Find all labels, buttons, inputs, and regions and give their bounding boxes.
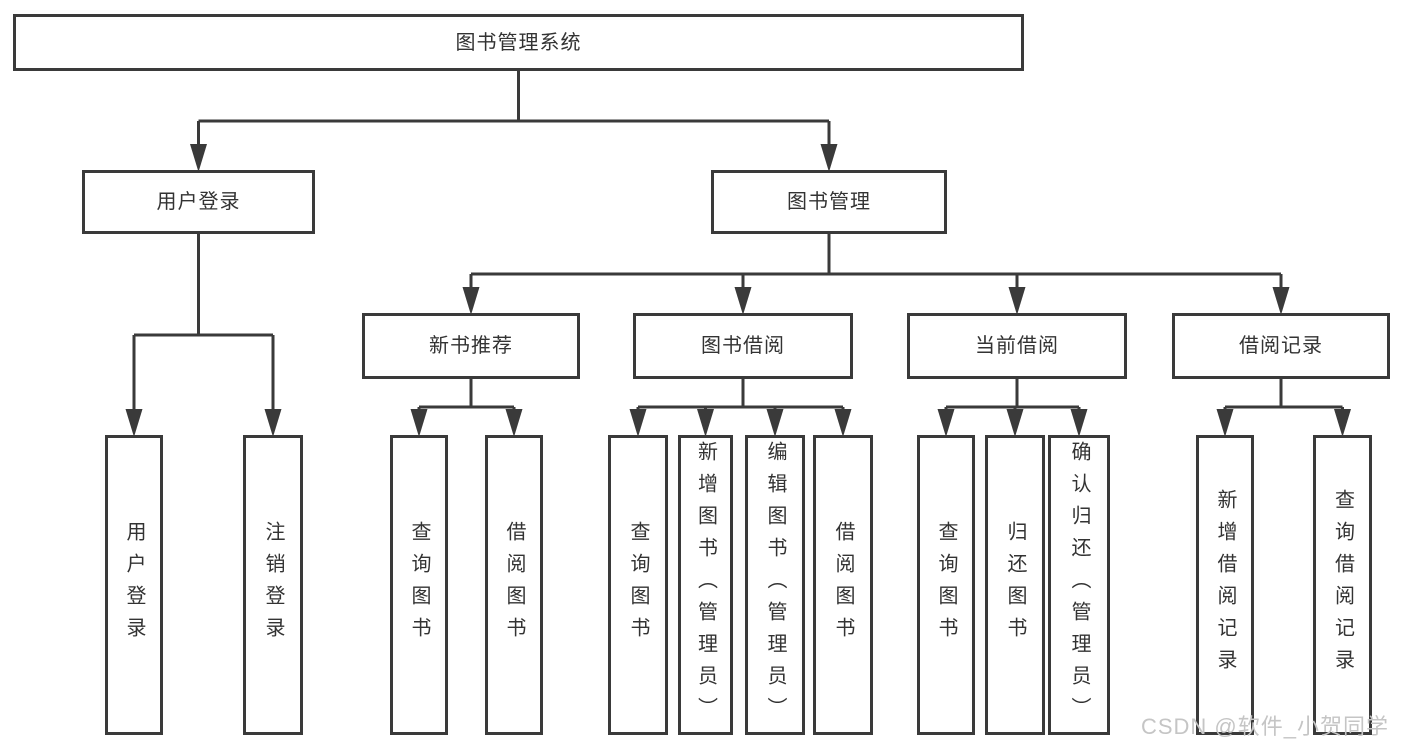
- arrowhead-icon: [629, 409, 647, 437]
- node-user-login: 用户登录: [105, 435, 163, 735]
- node-label: 查询借阅记录: [1331, 489, 1354, 681]
- node-label: 借阅图书: [832, 521, 854, 649]
- arrowhead-icon: [937, 409, 955, 437]
- arrowhead-icon: [410, 409, 428, 437]
- node-logout: 注销登录: [243, 435, 303, 735]
- node-current-borrow: 当前借阅: [907, 313, 1127, 379]
- node-label: 新增借阅记录: [1214, 489, 1236, 681]
- node-br-query-record: 查询借阅记录: [1313, 435, 1372, 735]
- node-label: 借阅图书: [503, 521, 525, 649]
- watermark: CSDN @软件_小贺同学: [1140, 714, 1389, 739]
- node-cb-return-book: 归还图书: [985, 435, 1045, 735]
- node-label: 当前借阅: [975, 335, 1059, 357]
- node-bb-edit-book: 编辑图书（管理员）: [745, 435, 805, 735]
- node-label: 编辑图书（管理员）: [764, 441, 786, 729]
- arrowhead-icon: [505, 409, 523, 437]
- node-login-group: 用户登录: [82, 170, 315, 234]
- node-root: 图书管理系统: [13, 14, 1024, 71]
- node-bb-add-book: 新增图书（管理员）: [678, 435, 733, 735]
- node-label: 查询图书: [935, 521, 957, 649]
- node-book-mgmt: 图书管理: [711, 170, 947, 234]
- node-label: 归还图书: [1004, 521, 1026, 649]
- node-book-borrow: 图书借阅: [633, 313, 853, 379]
- arrowhead-icon: [820, 144, 838, 172]
- node-bb-query-book: 查询图书: [608, 435, 668, 735]
- node-label: 新增图书（管理员）: [694, 441, 717, 729]
- arrowhead-icon: [1216, 409, 1234, 437]
- arrowhead-icon: [697, 409, 714, 437]
- node-borrow-records: 借阅记录: [1172, 313, 1390, 379]
- node-new-book-rec: 新书推荐: [362, 313, 580, 379]
- arrowhead-icon: [734, 287, 752, 315]
- arrowhead-icon: [766, 409, 784, 437]
- node-label: 查询图书: [627, 521, 649, 649]
- node-cb-confirm-return: 确认归还（管理员）: [1048, 435, 1110, 735]
- node-label: 图书管理: [787, 191, 871, 213]
- arrowhead-icon: [462, 287, 480, 315]
- node-label: 图书借阅: [701, 335, 785, 357]
- node-label: 借阅记录: [1239, 335, 1323, 357]
- node-cb-query-book: 查询图书: [917, 435, 975, 735]
- arrowhead-icon: [1008, 287, 1026, 315]
- node-label: 注销登录: [262, 521, 284, 649]
- arrowhead-icon: [125, 409, 143, 437]
- node-label: 图书管理系统: [455, 31, 582, 54]
- node-label: 查询图书: [408, 521, 430, 649]
- arrowhead-icon: [1334, 409, 1351, 437]
- node-label: 用户登录: [123, 521, 145, 649]
- arrowhead-icon: [1070, 409, 1088, 437]
- node-label: 确认归还（管理员）: [1068, 441, 1090, 729]
- arrowhead-icon: [190, 144, 207, 172]
- arrowhead-icon: [834, 409, 852, 437]
- node-label: 用户登录: [156, 191, 241, 213]
- arrowhead-icon: [1006, 409, 1024, 437]
- arrowhead-icon: [1272, 287, 1290, 315]
- node-rec-query-book: 查询图书: [390, 435, 448, 735]
- node-bb-borrow-book: 借阅图书: [813, 435, 873, 735]
- arrowhead-icon: [264, 409, 282, 437]
- node-rec-borrow-book: 借阅图书: [485, 435, 543, 735]
- node-label: 新书推荐: [429, 335, 513, 357]
- node-br-add-record: 新增借阅记录: [1196, 435, 1254, 735]
